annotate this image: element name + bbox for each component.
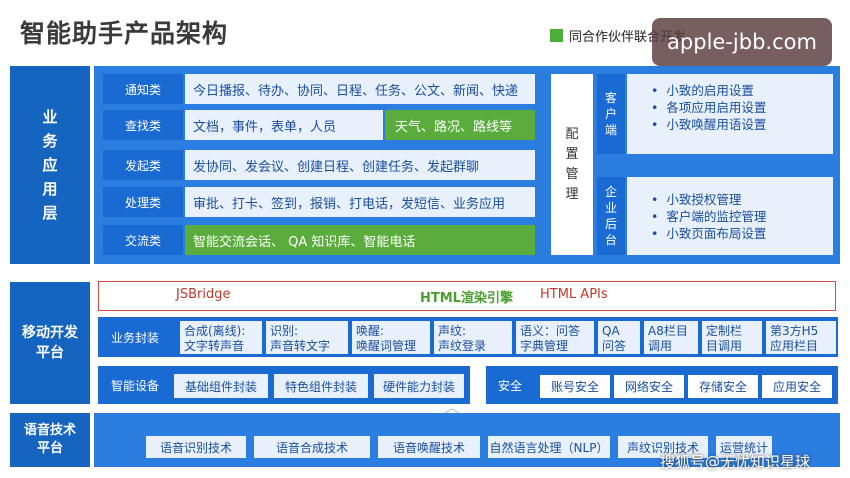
- row-label-notify: 通知类: [103, 74, 183, 104]
- service-synthesis: 合成(离线): 文字转声音: [180, 321, 262, 354]
- voice-wake: 语音唤醒技术: [378, 436, 480, 458]
- watermark-badge: apple-jbb.com: [652, 18, 832, 66]
- backend-header: 企 业 后 台: [597, 177, 625, 255]
- security-label: 安全: [488, 368, 532, 402]
- watermark-bottom: 搜狐号@无忧知识星球: [660, 453, 811, 471]
- security-account: 账号安全: [540, 375, 610, 398]
- service-a8: A8栏目 调用: [644, 321, 698, 354]
- jsbridge-label: JSBridge: [176, 287, 231, 302]
- list-item: 小致唤醒用语设置: [651, 116, 833, 133]
- row-label-search: 查找类: [103, 110, 183, 140]
- list-item: 各项应用启用设置: [651, 99, 833, 116]
- mobile-platform-header: 移动开发 平台: [10, 282, 90, 404]
- service-recognition: 识别: 声音转文字: [266, 321, 348, 354]
- row-text-initiate: 发协同、发会议、创建日程、创建任务、发起群聊: [185, 150, 535, 180]
- row-partner-search: 天气、路况、路线等: [385, 110, 535, 140]
- service-wake: 唤醒: 唤醒词管理: [352, 321, 430, 354]
- voice-platform-header: 语音技术 平台: [10, 413, 90, 467]
- service-voiceprint: 声纹: 声纹登录: [434, 321, 512, 354]
- service-custom: 定制栏 目调用: [702, 321, 762, 354]
- row-text-process: 审批、打卡、签到，报销、打电话，发短信、业务应用: [185, 187, 535, 217]
- row-text-notify: 今日播报、待办、协同、日程、任务、公文、新闻、快递: [185, 74, 535, 104]
- service-semantic: 语义：问答 字典管理: [516, 321, 594, 354]
- list-item: 客户端的监控管理: [651, 208, 833, 225]
- device-basic: 基础组件封装: [174, 374, 268, 398]
- row-text-search: 文档，事件，表单，人员: [185, 110, 383, 140]
- legend-swatch: [550, 29, 563, 42]
- device-hardware: 硬件能力封装: [374, 374, 464, 398]
- list-item: 小致授权管理: [651, 191, 833, 208]
- device-label: 智能设备: [100, 368, 170, 402]
- voice-nlp: 自然语言处理（NLP）: [488, 436, 610, 458]
- list-item: 小致的启用设置: [651, 82, 833, 99]
- service-thirdparty: 第3方H5 应用栏目: [766, 321, 836, 354]
- client-header: 客 户 端: [597, 74, 625, 154]
- row-label-communicate: 交流类: [103, 225, 183, 255]
- voice-stats: 运营统计: [716, 436, 772, 458]
- html-apis-label: HTML APIs: [540, 287, 608, 302]
- voice-tts: 语音合成技术: [254, 436, 370, 458]
- page-title: 智能助手产品架构: [20, 19, 229, 48]
- html-engine-bar: [98, 281, 836, 311]
- business-layer-header: 业 务 应 用 层: [10, 66, 90, 264]
- voice-asr: 语音识别技术: [146, 436, 246, 458]
- security-storage: 存储安全: [688, 375, 758, 398]
- service-qa: QA 问答: [598, 321, 640, 354]
- service-wrap-label: 业务封装: [100, 319, 170, 355]
- html-engine-label: HTML渲染引擎: [420, 291, 513, 306]
- list-item: 小致页面布局设置: [651, 225, 833, 242]
- device-feature: 特色组件封装: [274, 374, 368, 398]
- backend-list: 小致授权管理 客户端的监控管理 小致页面布局设置: [627, 177, 833, 255]
- client-list: 小致的启用设置 各项应用启用设置 小致唤醒用语设置: [627, 74, 833, 154]
- voice-voiceprint: 声纹识别技术: [618, 436, 708, 458]
- row-label-initiate: 发起类: [103, 150, 183, 180]
- security-app: 应用安全: [762, 375, 832, 398]
- security-network: 网络安全: [614, 375, 684, 398]
- row-label-process: 处理类: [103, 187, 183, 217]
- row-partner-communicate: 智能交流会话、 QA 知识库、智能电话: [185, 225, 535, 255]
- config-management: 配 置 管 理: [551, 74, 593, 255]
